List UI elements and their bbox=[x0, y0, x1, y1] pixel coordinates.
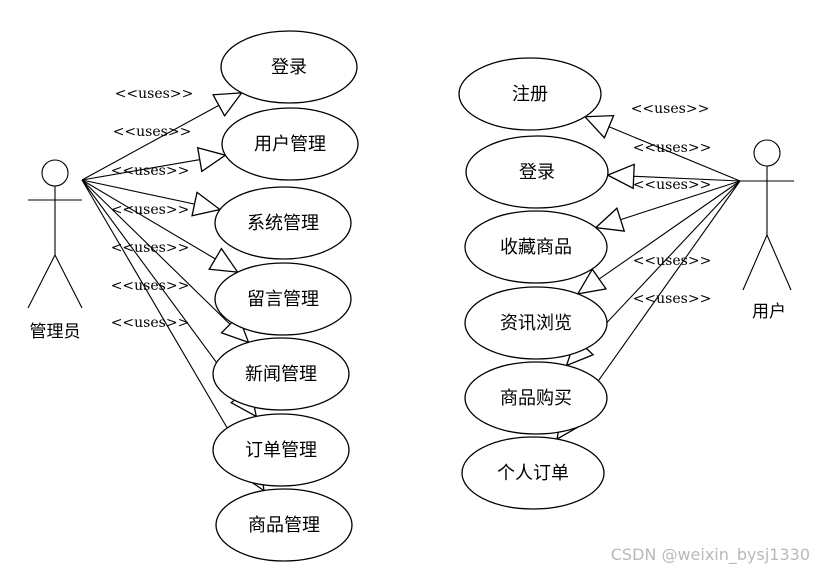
admin-use-case-2-label: 用户管理 bbox=[254, 134, 326, 155]
user-use-case-4-shape bbox=[464, 286, 608, 360]
user-use-case-2-label: 登录 bbox=[519, 162, 555, 183]
admin-relation-1-arrowhead bbox=[212, 92, 244, 118]
user-uses-labels: <<uses>> <<uses>> <<uses>> <<uses>> <<uses>> bbox=[631, 101, 712, 307]
admin-relation-3-arrowhead bbox=[191, 191, 222, 217]
admin-use-case-4-shape bbox=[214, 262, 352, 336]
user-use-case-5-shape bbox=[464, 361, 608, 435]
user-use-case-5-label: 商品购买 bbox=[500, 388, 572, 409]
admin-uses-label-2: <<uses>> bbox=[113, 124, 192, 140]
admin-relation-4-line bbox=[81, 179, 238, 273]
admin-uses-labels: <<uses>> <<uses>> <<uses>> <<uses>> <<uses>>… bbox=[111, 86, 194, 331]
user-use-case-3-shape bbox=[464, 210, 608, 284]
user-actor-label: 用户 bbox=[752, 302, 786, 322]
admin-use-case-7-shape bbox=[215, 488, 353, 562]
admin-use-case-6-shape bbox=[212, 413, 350, 487]
admin-use-case-2-shape bbox=[221, 107, 359, 181]
admin-actor-right-leg bbox=[54, 254, 83, 309]
user-uses-label-5: <<uses>> bbox=[633, 291, 712, 307]
admin-uses-label-7: <<uses>> bbox=[111, 315, 190, 331]
user-use-case-4-label: 资讯浏览 bbox=[500, 313, 572, 334]
admin-use-case-1-label: 登录 bbox=[271, 57, 307, 78]
user-relation-1-arrowhead bbox=[583, 114, 615, 140]
user-actor: 用户 bbox=[740, 139, 794, 322]
user-relation-4-line bbox=[577, 180, 741, 295]
admin-actor-label: 管理员 bbox=[30, 322, 81, 342]
admin-relation-4-arrowhead bbox=[208, 247, 240, 273]
admin-actor: 管理员 bbox=[27, 159, 83, 342]
admin-use-case-4-label: 留言管理 bbox=[247, 289, 319, 310]
user-actor-head bbox=[753, 139, 781, 167]
user-actor-right-leg bbox=[766, 234, 792, 291]
user-use-case-6-shape bbox=[461, 436, 605, 510]
admin-use-case-3-label: 系统管理 bbox=[247, 213, 319, 234]
user-actor-left-leg bbox=[742, 234, 768, 291]
user-uses-label-1: <<uses>> bbox=[631, 101, 710, 117]
admin-relation-2-arrowhead bbox=[196, 146, 227, 173]
user-relation-1-line bbox=[584, 116, 741, 182]
admin-use-case-5-shape bbox=[212, 337, 350, 411]
user-relation-4-arrowhead bbox=[576, 267, 608, 295]
admin-actor-head bbox=[41, 159, 69, 187]
admin-uses-label-1: <<uses>> bbox=[115, 86, 194, 102]
watermark: CSDN @weixin_bysj1330 bbox=[611, 545, 810, 565]
admin-use-case-6-label: 订单管理 bbox=[245, 440, 317, 461]
admin-use-case-5-label: 新闻管理 bbox=[245, 364, 317, 385]
user-relation-2-arrowhead bbox=[606, 163, 635, 190]
admin-actor-left-leg bbox=[27, 254, 56, 309]
admin-use-case-7-label: 商品管理 bbox=[248, 515, 320, 536]
user-use-case-6-label: 个人订单 bbox=[497, 463, 569, 484]
admin-uses-label-6: <<uses>> bbox=[111, 278, 190, 294]
user-use-case-3-label: 收藏商品 bbox=[500, 237, 572, 258]
admin-uses-label-4: <<uses>> bbox=[111, 202, 190, 218]
user-uses-label-3: <<uses>> bbox=[633, 177, 712, 193]
user-uses-label-4: <<uses>> bbox=[633, 253, 712, 269]
user-uses-label-2: <<uses>> bbox=[633, 140, 712, 156]
user-use-case-1-shape bbox=[458, 57, 602, 131]
user-use-case-2-shape bbox=[465, 135, 609, 209]
admin-uses-label-3: <<uses>> bbox=[111, 163, 190, 179]
admin-relation-1-line bbox=[81, 92, 242, 181]
user-use-case-1-label: 注册 bbox=[512, 84, 548, 105]
admin-relation-5-line bbox=[81, 179, 249, 343]
user-relation-3-arrowhead bbox=[594, 207, 626, 232]
admin-uses-label-5: <<uses>> bbox=[111, 240, 190, 256]
admin-use-case-1-shape bbox=[220, 30, 358, 104]
admin-use-case-3-shape bbox=[214, 186, 352, 260]
